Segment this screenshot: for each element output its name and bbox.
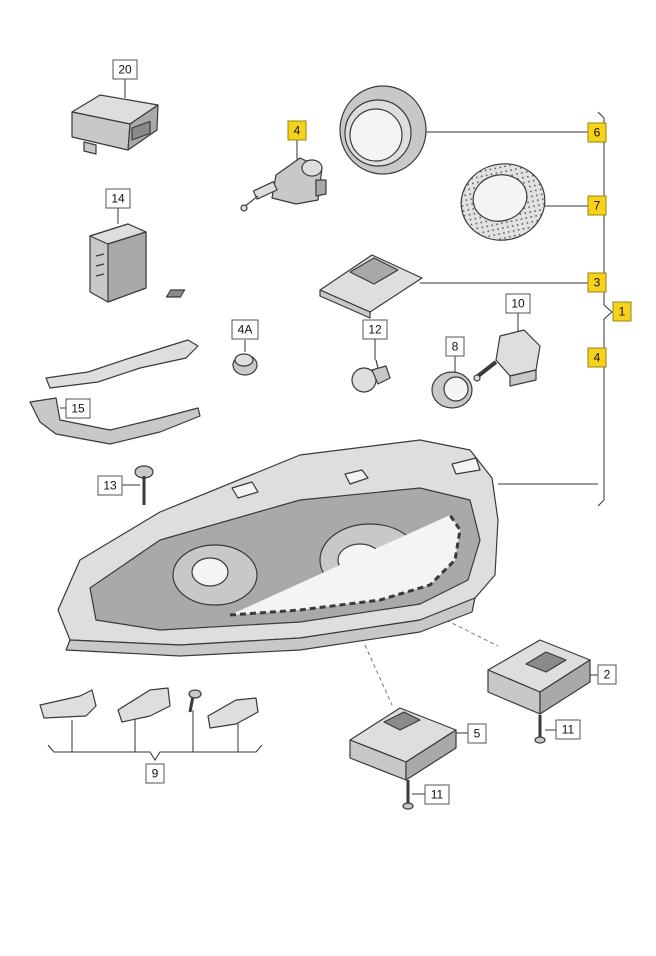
- svg-text:6: 6: [594, 126, 601, 140]
- callout-4A: 4A: [231, 319, 259, 340]
- callout-8: 8: [445, 336, 465, 357]
- part-5-control-unit: [349, 707, 457, 810]
- part-7-mesh-ring: [460, 163, 546, 241]
- svg-text:10: 10: [511, 297, 525, 311]
- callout-5: 5: [467, 723, 487, 744]
- callout-11-right: 11: [555, 719, 581, 740]
- part-12-ball-stud: [351, 359, 391, 393]
- svg-text:3: 3: [594, 276, 601, 290]
- part-14-connector: [89, 223, 147, 303]
- part-20-control-module: [71, 94, 159, 155]
- callout-4-bottom: 4: [587, 347, 607, 368]
- callout-4-top: 4: [287, 120, 307, 141]
- svg-text:14: 14: [111, 192, 125, 206]
- part-15-brackets: [29, 339, 201, 445]
- svg-text:9: 9: [152, 767, 159, 781]
- callout-1: 1: [612, 301, 632, 322]
- callout-12: 12: [362, 319, 388, 340]
- svg-text:11: 11: [431, 788, 444, 802]
- svg-text:15: 15: [71, 402, 85, 416]
- svg-text:2: 2: [604, 668, 611, 682]
- part-4A-plug: [232, 353, 258, 376]
- callout-7: 7: [587, 195, 607, 216]
- callout-14: 14: [105, 188, 131, 209]
- headlight-housing: [57, 439, 499, 657]
- svg-text:1: 1: [619, 305, 626, 319]
- svg-text:8: 8: [452, 340, 459, 354]
- svg-text:20: 20: [118, 63, 132, 77]
- part-2-control-unit: [487, 639, 591, 744]
- part-13-screw: [134, 465, 154, 505]
- svg-text:4: 4: [594, 351, 601, 365]
- callout-20: 20: [112, 59, 138, 80]
- callout-labels: 20 4 6 14 7 3 10 1 4A 12 8 4 15 13 2 11 …: [65, 59, 632, 805]
- callout-3: 3: [587, 272, 607, 293]
- callout-13: 13: [97, 475, 123, 496]
- svg-text:4: 4: [294, 124, 301, 138]
- callout-9: 9: [145, 763, 165, 784]
- svg-text:12: 12: [368, 323, 382, 337]
- callout-10: 10: [505, 293, 531, 314]
- leader-lines: [47, 79, 613, 795]
- svg-text:5: 5: [474, 727, 481, 741]
- part-10-bulb: [473, 329, 541, 387]
- part-8-retaining-ring: [431, 371, 473, 409]
- svg-text:7: 7: [594, 199, 601, 213]
- svg-text:4A: 4A: [238, 323, 253, 337]
- svg-text:13: 13: [103, 479, 117, 493]
- callout-6: 6: [587, 122, 607, 143]
- callout-11-bottom: 11: [424, 784, 450, 805]
- callout-2: 2: [597, 664, 617, 685]
- part-3-circuit-board: [165, 254, 423, 319]
- callout-15: 15: [65, 398, 91, 419]
- part-4-actuator: [240, 157, 327, 212]
- part-9-mounting-parts: [39, 687, 259, 729]
- part-6-bezel-ring: [339, 85, 427, 175]
- svg-text:11: 11: [562, 723, 575, 737]
